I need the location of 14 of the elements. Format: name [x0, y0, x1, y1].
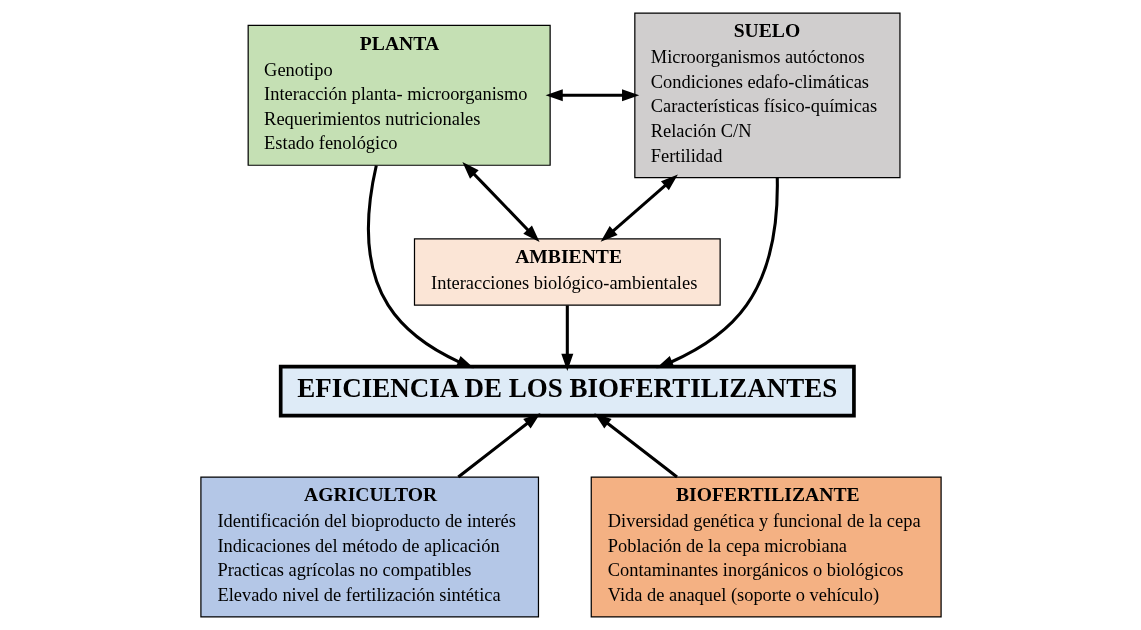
node-box: SUELO Microorganismos autóctonos Condiciones edafo-climáticas Características físico-químicas Relación C/N Fertilidad: [633, 12, 901, 179]
arrow: [366, 165, 474, 369]
node-box: AMBIENTE Interacciones biológico-ambientales: [413, 238, 721, 306]
arrow: [560, 305, 573, 371]
node-box: AGRICULTOR Identificación del bioproducto de interés Indicaciones del método de aplicación Practicas agrícolas no compatibles Elevado nivel de fertilización sintética: [199, 476, 539, 618]
node-box: EFICIENCIA DE LOS BIOFERTILIZANTES: [278, 364, 856, 418]
node-box: PLANTA Genotipo Interacción planta- microorganismo Requerimientos nutricionales Estado fenológico: [247, 24, 551, 166]
arrow: [593, 413, 678, 479]
arrow: [545, 89, 639, 102]
arrow: [600, 174, 678, 242]
arrow: [456, 413, 541, 479]
arrow: [461, 162, 540, 243]
arrow: [655, 177, 779, 369]
node-box: BIOFERTILIZANTE Diversidad genética y funcional de la cepa Población de la cepa microbiana Contaminantes inorgánicos o biológicos Vida de anaquel (soporte o vehículo): [590, 476, 942, 618]
